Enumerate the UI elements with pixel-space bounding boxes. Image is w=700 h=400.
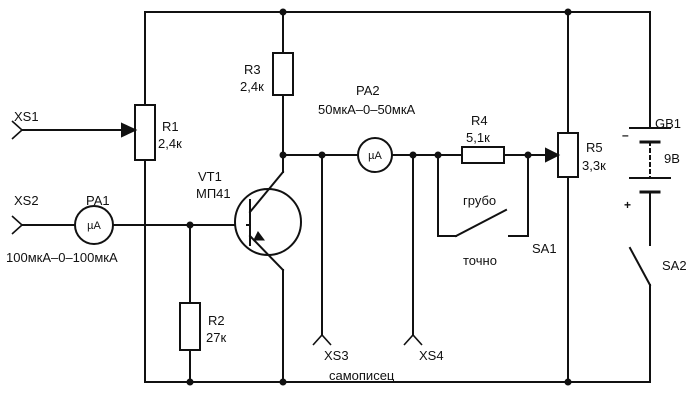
pa2-name-label: PA2 [356,83,380,98]
meter-pa1: µA [74,205,114,245]
switch-sa2-blade [628,246,652,287]
pa2-symbol: µA [368,150,382,162]
xs2-label: XS2 [14,193,39,208]
battery-minus-label: – [622,128,629,142]
fine-label: точно [463,253,497,268]
resistor-r2 [179,302,201,351]
wires [21,11,651,383]
resistor-r5 [557,132,579,178]
gb1-voltage-label: 9В [664,151,680,166]
pa1-name-label: PA1 [86,193,110,208]
r1-name-label: R1 [162,119,179,134]
coarse-label: грубо [463,193,496,208]
r2-name-label: R2 [208,313,225,328]
gb1-name-label: GB1 [655,116,681,131]
xs2-connector-icon [11,215,24,235]
vt1-name-label: VT1 [198,169,222,184]
r5-value-label: 3,3к [582,158,606,173]
xs1-connector-icon [11,120,24,140]
pa2-range-label: 50мкА–0–50мкА [318,102,416,117]
r1-wiper-arrow-icon [121,122,138,138]
r4-value-label: 5,1к [466,130,490,145]
meter-pa2: µA [357,137,393,173]
r2-value-label: 27к [206,330,226,345]
pa1-symbol: µA [87,220,101,232]
r5-wiper-arrow-icon [545,147,561,163]
xs3-connector-icon [312,333,332,346]
xs4-connector-icon [403,333,423,346]
emitter-arrow-icon [253,231,265,241]
r1-value-label: 2,4к [158,136,182,151]
resistor-r1 [134,104,156,161]
resistor-r3 [272,52,294,96]
r3-name-label: R3 [244,62,261,77]
junction-dots [186,8,572,386]
pa1-range-label: 100мкА–0–100мкА [6,250,118,265]
battery-gb1 [629,127,671,194]
switch-sa1-blade [454,208,508,238]
recorder-label: самописец [329,368,395,383]
battery-plus-label: + [624,198,631,212]
xs1-label: XS1 [14,109,39,124]
sa1-label: SA1 [532,241,557,256]
xs4-label: XS4 [419,348,444,363]
xs3-label: XS3 [324,348,349,363]
r5-name-label: R5 [586,140,603,155]
r3-value-label: 2,4к [240,79,264,94]
sa2-label: SA2 [662,258,687,273]
r4-name-label: R4 [471,113,488,128]
resistor-r4 [461,146,505,164]
transistor-vt1 [234,170,302,272]
vt1-type-label: МП41 [196,186,231,201]
